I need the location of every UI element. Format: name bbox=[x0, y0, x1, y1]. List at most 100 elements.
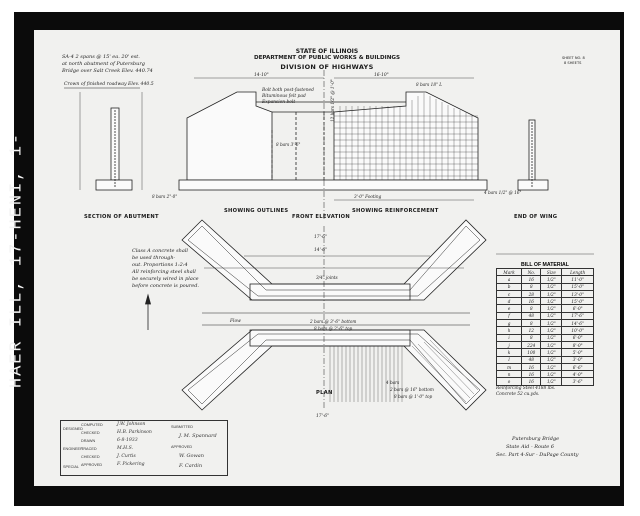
note-line-4: All reinforcing steel shall bbox=[132, 269, 196, 275]
caption-end-of-wing: END OF WING bbox=[514, 214, 558, 220]
signature-3: F. Cardin bbox=[179, 463, 203, 469]
bom-cell: 1/2" bbox=[540, 362, 563, 372]
plan-bars-b: 8 bars @ 2'-6" top bbox=[314, 326, 353, 331]
label-bars-4: 8 bars 2"-0" bbox=[152, 194, 178, 199]
tb-submitted: SUBMITTED bbox=[171, 425, 193, 429]
bom-cell: d bbox=[495, 297, 523, 306]
bom-cell: 8 bbox=[521, 319, 542, 328]
bom-cell: i bbox=[495, 333, 523, 342]
title-state: STATE OF ILLINOIS bbox=[295, 48, 359, 55]
note-line-2: be used through- bbox=[132, 255, 176, 261]
bom-cell: f bbox=[495, 311, 523, 321]
caption-plan: PLAN bbox=[316, 390, 333, 396]
bom-cell: 6'-0" bbox=[561, 304, 594, 313]
tb-group: DESIGNED bbox=[63, 427, 83, 431]
bom-cell: h bbox=[495, 326, 523, 335]
bom-col-mark: Mark bbox=[495, 267, 523, 277]
header-note-2: at north abutment of Putersburg bbox=[62, 61, 145, 67]
bom-cell: 16 bbox=[521, 297, 542, 306]
bom-cell: m bbox=[495, 362, 523, 372]
bom-cell: b bbox=[495, 282, 523, 291]
signature-1: J. M. Spannard bbox=[179, 433, 217, 439]
bom-cell: 1/2" bbox=[540, 311, 563, 321]
bom-cell: 1/2" bbox=[540, 355, 563, 364]
bom-cell: 1/2" bbox=[540, 282, 563, 291]
header-note-1: SA-4 2 spans @ 15' ea. 20' est. bbox=[62, 54, 140, 60]
bom-cell: 1/2" bbox=[540, 326, 563, 335]
bom-cell: 16 bbox=[521, 370, 542, 379]
plan-reinforcement-hatch bbox=[329, 339, 479, 407]
tb-name: H.B. Parkinson bbox=[117, 430, 152, 435]
bom-summary-concrete: Concrete 52 cu.yds. bbox=[496, 391, 540, 397]
location-line-3: Sec. Part 4-Sur - DuPage County bbox=[496, 452, 579, 458]
tb-role: APPROVED bbox=[81, 463, 103, 467]
archive-label-text: HAER ILL, 17-HENI, 1- bbox=[7, 131, 27, 389]
bom-cell: 8 bbox=[521, 304, 542, 313]
dim-left: 14-10" bbox=[254, 73, 269, 78]
caption-showing-outlines: SHOWING OUTLINES bbox=[224, 208, 289, 214]
bom-cell: 3'-0" bbox=[561, 355, 594, 364]
archive-label: HAER ILL, 17-HENI, 1- bbox=[4, 130, 30, 390]
bom-cell: 13'-0" bbox=[561, 289, 594, 299]
drawing-sheet: SA-4 2 spans @ 15' ea. 20' est. at north… bbox=[34, 30, 620, 486]
plan-dim-bottom: 17'-6" bbox=[316, 414, 330, 419]
bom-cell: 15'-0" bbox=[561, 282, 594, 291]
bom-cell: 4'-0" bbox=[561, 370, 594, 379]
bom-cell: c bbox=[495, 289, 523, 299]
bom-cell: 17'-6" bbox=[561, 311, 594, 321]
signature-2: W. Gowan bbox=[179, 453, 204, 459]
title-division: DIVISION OF HIGHWAYS bbox=[280, 63, 374, 71]
bom-cell: k bbox=[495, 348, 523, 357]
bom-cell: 100 bbox=[521, 348, 542, 357]
sheet-number: SHEET NO. 8 bbox=[562, 56, 585, 60]
plan-bars-d: 2 bars @ 16" bottom bbox=[390, 387, 434, 392]
bom-cell: 16 bbox=[521, 377, 542, 386]
bom-cell: 6'-0" bbox=[561, 333, 594, 342]
bom-cell: 10'-0" bbox=[561, 326, 594, 335]
note-line-3: out. Proportions 1:2:4 bbox=[132, 262, 188, 268]
bom-cell: n bbox=[495, 370, 523, 379]
abutment-section bbox=[64, 87, 143, 191]
caption-showing-reinforcement: SHOWING REINFORCEMENT bbox=[352, 208, 439, 214]
bom-cell: a bbox=[495, 275, 523, 284]
label-crown-of-roadway: Crown of finished roadway Elev. 440.5 bbox=[64, 82, 154, 87]
bom-cell: g bbox=[495, 319, 523, 328]
bom-col-length: Length bbox=[561, 267, 594, 277]
tb-group: ENGINEER bbox=[63, 447, 83, 451]
bom-cell: 6'-6" bbox=[561, 362, 594, 372]
label-footing: 3'-0" Footing bbox=[354, 194, 382, 199]
bom-cell: 224 bbox=[521, 340, 542, 350]
plan-joints: 3/4" joints bbox=[316, 275, 338, 280]
plan-dim-top: 17'-6" bbox=[314, 235, 328, 240]
tb-approved: APPROVED bbox=[171, 445, 193, 449]
bom-cell: 3'-6" bbox=[561, 377, 594, 386]
bom-col-no: No. bbox=[521, 267, 542, 277]
plan-bars-a: 2 bars @ 3'-6" bottom bbox=[310, 319, 357, 324]
plan-flow: Flow bbox=[230, 319, 241, 324]
end-of-wing bbox=[517, 119, 549, 191]
bom-summary-steel: Reinforcing Steel 4188 lbs. bbox=[496, 385, 556, 391]
label-bars-5: 4 bars 1/2" @ 16" bbox=[484, 190, 522, 195]
reinforcement-grid bbox=[334, 93, 478, 180]
bom-cell: e bbox=[495, 304, 523, 313]
bom-cell: 28 bbox=[521, 289, 542, 299]
bom-cell: 1/2" bbox=[540, 289, 563, 299]
tb-role: CHECKED bbox=[81, 431, 100, 435]
bom-cell: 15'-0" bbox=[561, 297, 594, 306]
tb-name: F. Pickering bbox=[117, 462, 145, 467]
bom-cell: 1/2" bbox=[540, 340, 563, 350]
bom-cell: 1/2" bbox=[540, 275, 563, 284]
bom-cell: 1/2" bbox=[540, 319, 563, 328]
bom-cell: j bbox=[495, 340, 523, 350]
note-line-1: Class A concrete shall bbox=[132, 248, 189, 254]
